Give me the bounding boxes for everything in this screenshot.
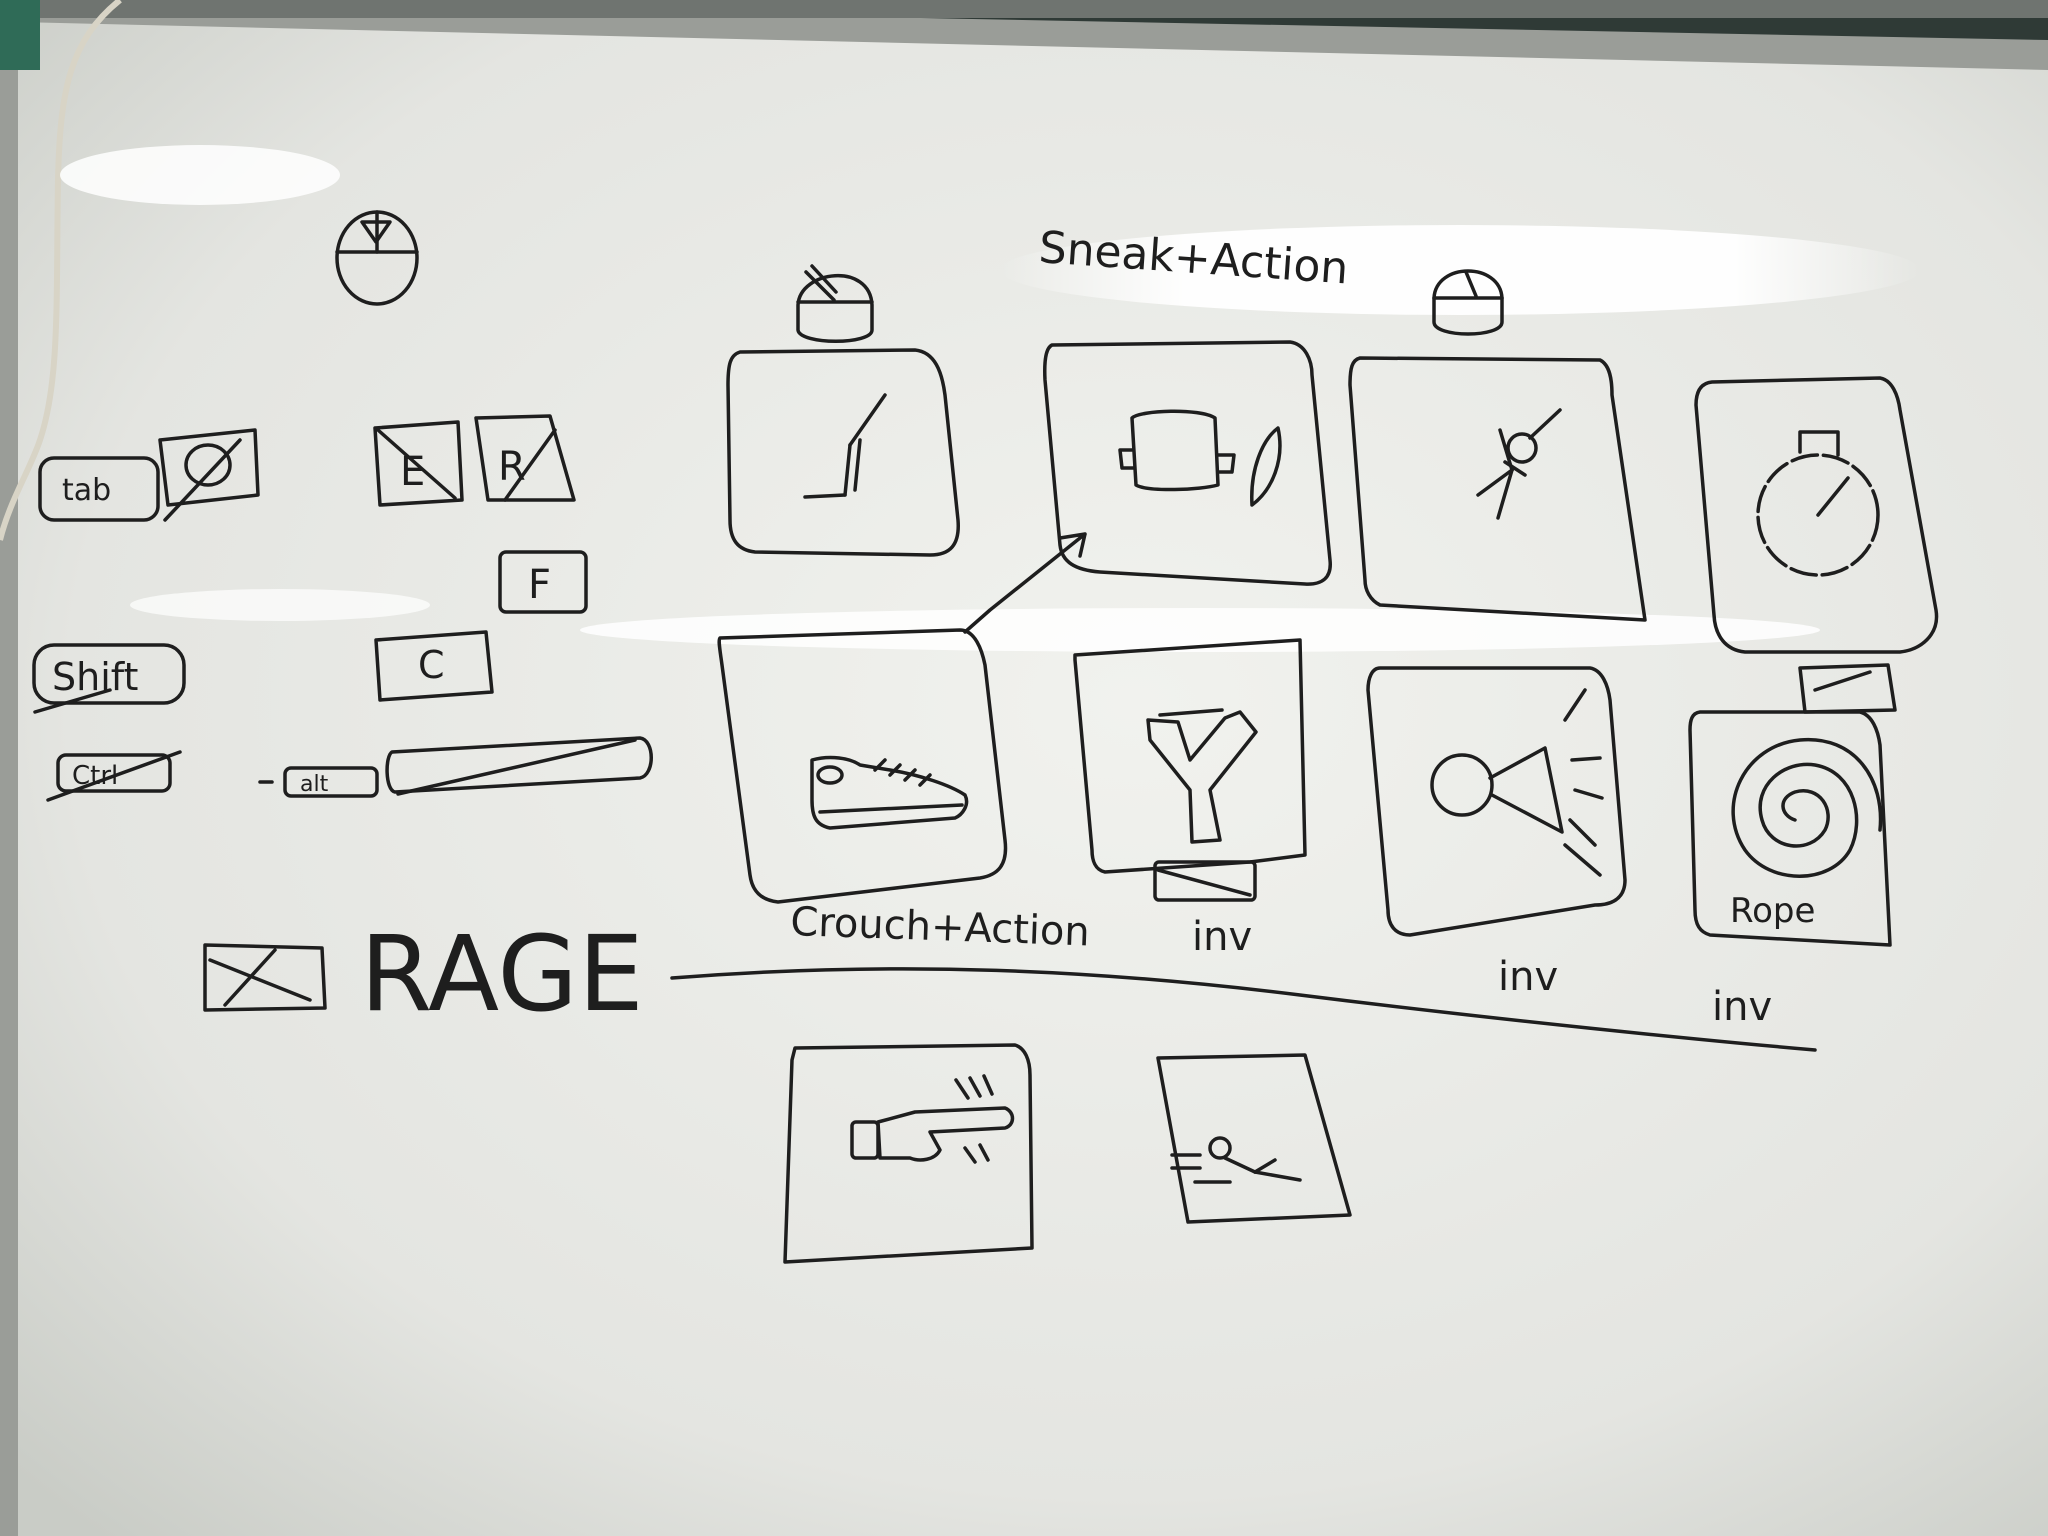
r-key: [474, 414, 576, 502]
crouch-action-caption: Crouch+Action: [790, 899, 1091, 955]
arrow-stroke: [963, 532, 1087, 634]
jump-figure-icon: [1476, 408, 1562, 520]
glare-middle: [580, 608, 1820, 652]
mouse-icon: [1432, 269, 1504, 336]
e-key-label: E: [400, 449, 425, 495]
tab-key-label: tab: [62, 473, 111, 508]
board-corner-tape: [0, 0, 40, 70]
alt-key-label: alt: [300, 772, 329, 797]
dash-figure-icon: [1170, 1136, 1302, 1184]
punch-icon: [850, 1074, 1015, 1164]
glare-top-left: [60, 145, 340, 205]
inv-rope-caption: inv: [1712, 984, 1772, 1030]
rage-label: RAGE: [360, 913, 644, 1035]
slingshot-tile: [1073, 638, 1307, 902]
sneaker-tile: [717, 628, 1008, 904]
power-cable: [0, 0, 122, 541]
shift-key-label: Shift: [52, 655, 138, 699]
f-key: [498, 550, 588, 614]
sneaker-icon: [810, 755, 969, 830]
shift-key: [32, 643, 186, 714]
f-key-label: F: [528, 562, 551, 608]
slingshot-icon: [1146, 708, 1258, 844]
mouse-key-crossed: [158, 428, 260, 522]
alt-key: [258, 766, 379, 798]
stopwatch-tile: [1694, 376, 1939, 654]
rage-divider-line: [670, 967, 1817, 1052]
jump-tile: [1348, 356, 1647, 622]
tab-key: [38, 456, 160, 522]
crossed-key: [1798, 663, 1897, 714]
horn-tile: [1366, 666, 1627, 937]
glare-middle-left: [130, 589, 430, 621]
ctrl-key: [46, 750, 182, 802]
punch-tile: [783, 1043, 1034, 1264]
inv-slingshot-caption: inv: [1192, 914, 1252, 960]
rage-key-crossed: [203, 943, 327, 1012]
rope-tile: [1688, 663, 1897, 947]
board-top-rail: [0, 0, 2048, 18]
inv-horn-caption: inv: [1498, 954, 1558, 1000]
mouse-icon: [796, 264, 874, 343]
knife-icon: [803, 393, 887, 499]
space-bar-crossed: [385, 736, 653, 796]
knife-tile: [726, 348, 960, 557]
e-key: [373, 420, 464, 507]
pot-icon: [1118, 409, 1282, 507]
c-key: [374, 630, 494, 702]
mouse-icon: [335, 210, 419, 306]
c-key-label: C: [418, 643, 445, 687]
rope-icon: [1731, 737, 1883, 878]
horn-icon: [1430, 688, 1604, 877]
board-surface: [18, 22, 2048, 1536]
crossed-key: [1153, 860, 1257, 902]
dash-tile: [1156, 1053, 1352, 1224]
rope-caption: Rope: [1730, 891, 1815, 931]
stopwatch-icon: [1756, 430, 1880, 577]
r-key-label: R: [498, 444, 526, 490]
pot-tile: [1043, 340, 1332, 586]
ctrl-key-label: Ctrl: [72, 761, 118, 791]
